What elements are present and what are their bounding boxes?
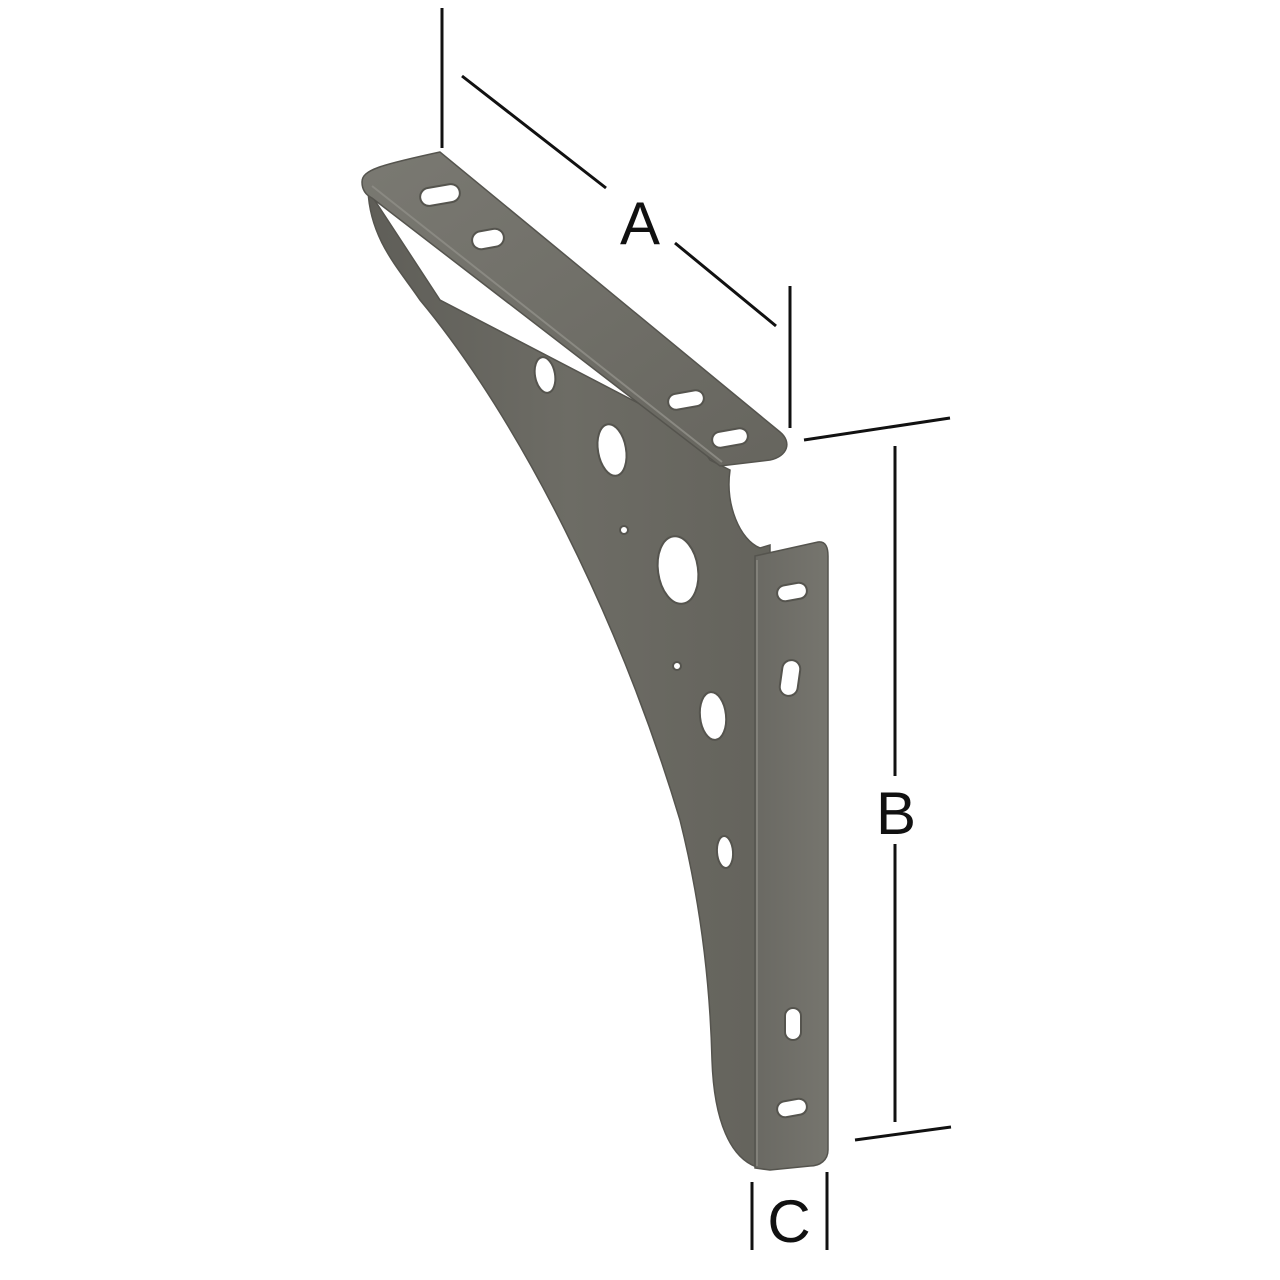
dimension-label-a: A <box>619 190 661 257</box>
leg-slots <box>776 581 808 1119</box>
bracket-top-arm <box>361 151 788 467</box>
bracket-wall-leg <box>754 541 829 1171</box>
dimension-label-c: C <box>767 1188 811 1255</box>
bracket-web <box>367 187 771 1169</box>
arm-slots <box>419 183 749 449</box>
web-holes <box>533 356 735 869</box>
dimension-lines <box>440 8 952 1250</box>
dimension-label-b: B <box>875 780 917 847</box>
